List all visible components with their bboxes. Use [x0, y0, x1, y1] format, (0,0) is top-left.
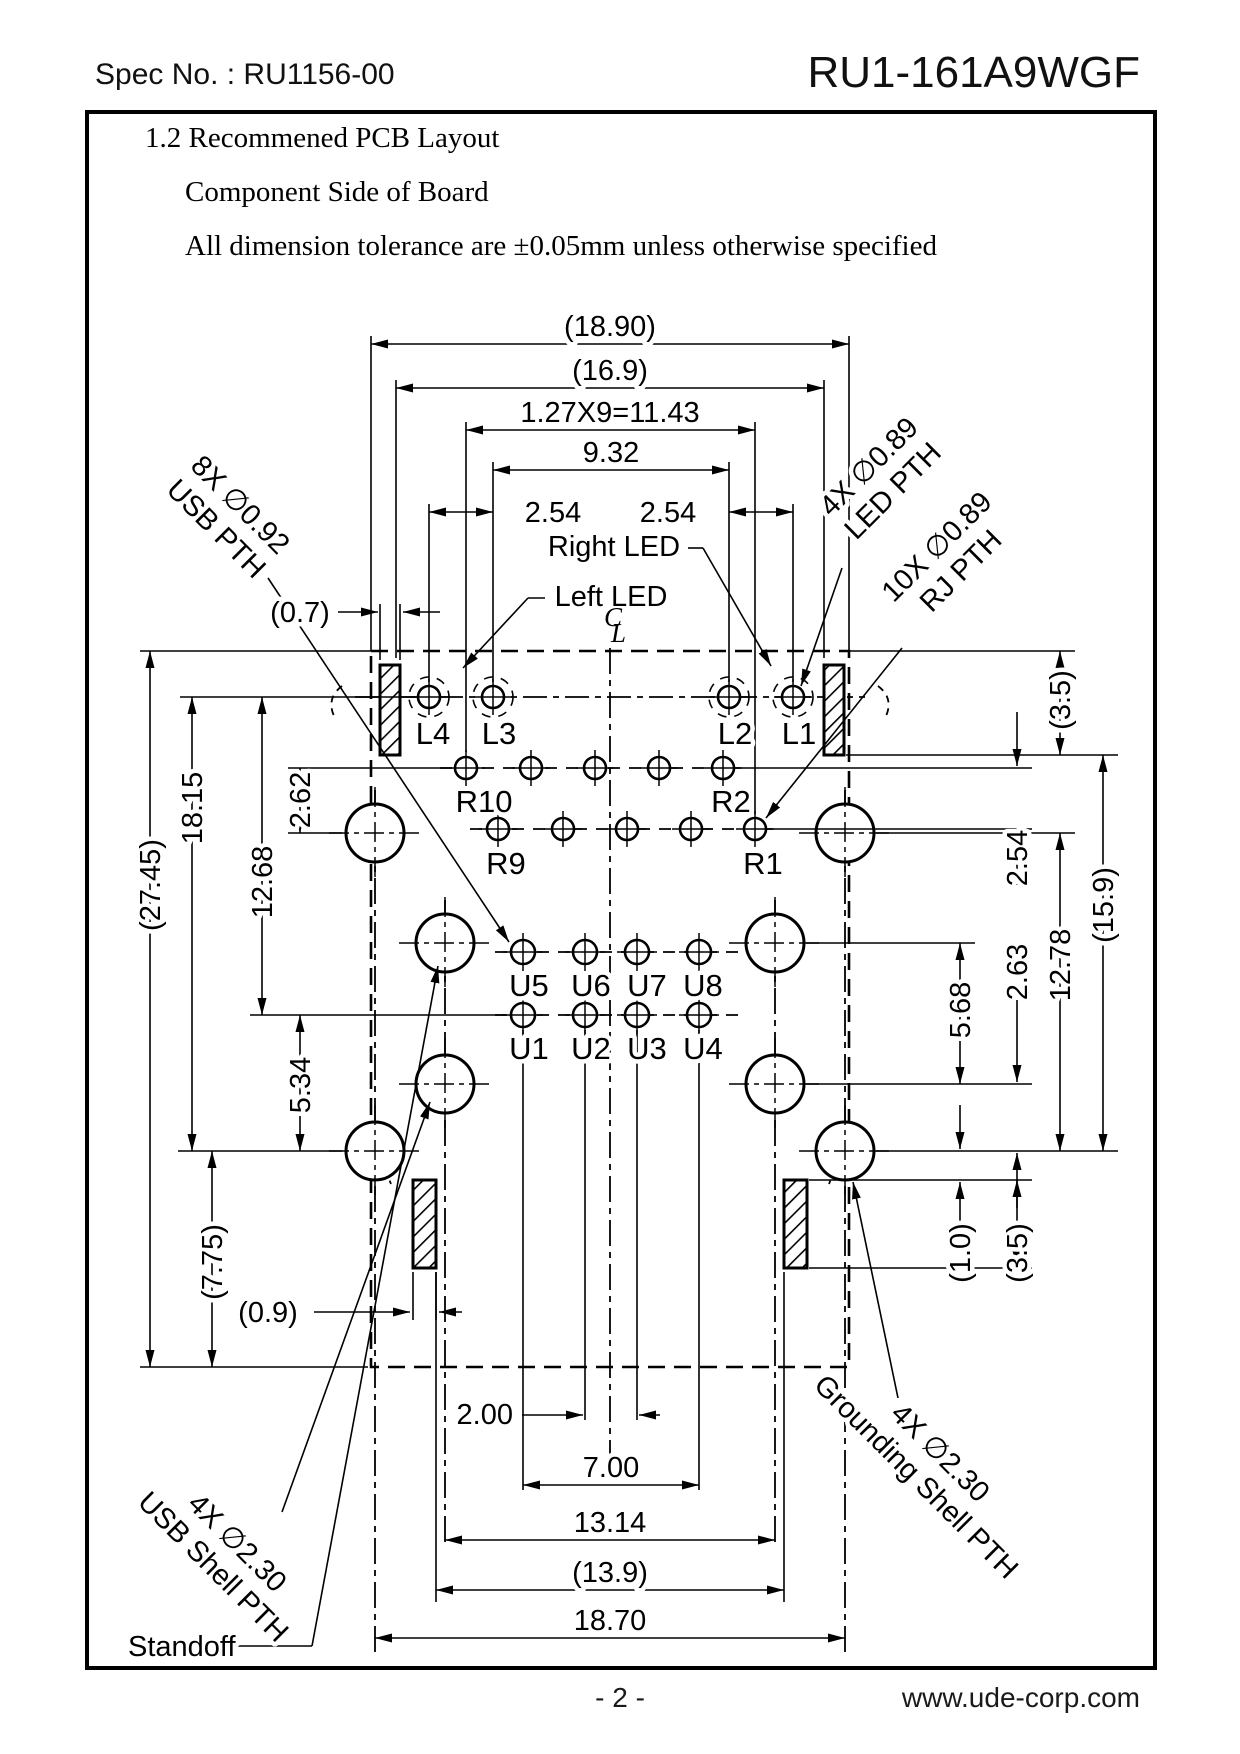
- dim-5-34: 5.34: [285, 1057, 317, 1113]
- dim-2-54-right: 2.54: [1002, 830, 1034, 886]
- dim-3-5-top: (3.5): [1045, 670, 1077, 730]
- label-U1: U1: [509, 1031, 549, 1066]
- dim-1-0: (1.0): [945, 1223, 977, 1283]
- dim-13-14: 13.14: [574, 1507, 647, 1539]
- shell-slots: [378, 663, 846, 1270]
- centerline-symbol-c: C: [604, 602, 623, 632]
- dim-12-78: 12.78: [1045, 929, 1077, 1002]
- website: www.ude-corp.com: [901, 1682, 1140, 1713]
- dim-shell-width: (16.9): [572, 355, 648, 387]
- dim-rj-span: 1.27X9=11.43: [520, 397, 699, 429]
- content-frame: [85, 110, 1157, 1670]
- led-pth-callout: 4X ∅0.89 LED PTH: [809, 407, 952, 550]
- label-R1: R1: [743, 846, 783, 881]
- label-R2: R2: [711, 784, 751, 819]
- label-U6: U6: [571, 968, 611, 1003]
- label-R9: R9: [486, 846, 526, 881]
- label-L3: L3: [482, 716, 516, 751]
- hole-labels: L4 L3 L2 L1 R10 R2 R9 R1 U5 U6 U7 U8 U1 …: [411, 712, 820, 1071]
- label-U3: U3: [627, 1031, 667, 1066]
- centerline-symbol-l: L: [610, 618, 626, 648]
- tolerance-note: All dimension tolerance are ±0.05mm unle…: [185, 230, 937, 262]
- standoff-label: Standoff: [128, 1631, 236, 1663]
- label-R10: R10: [456, 784, 513, 819]
- dim-led-pitch-left: 2.54: [525, 497, 581, 529]
- label-U4: U4: [683, 1031, 723, 1066]
- dim-2-62: 2.62: [285, 772, 317, 828]
- section-subtitle: Component Side of Board: [185, 176, 489, 208]
- page-number: - 2 -: [595, 1682, 645, 1713]
- dim-led-inner: 9.32: [583, 437, 639, 469]
- dim-13-9: (13.9): [572, 1557, 648, 1589]
- section-heading: 1.2 Recommened PCB Layout: [145, 122, 500, 154]
- dimension-lines: [145, 339, 1108, 1643]
- left-led-label: Left LED: [555, 581, 668, 613]
- dim-2-00: 2.00: [457, 1399, 513, 1431]
- grounding-shell-pth-callout: 4X ∅2.30 Grounding Shell PTH: [803, 1364, 1028, 1589]
- dimension-labels: (18.90) (16.9) 1.27X9=11.43 9.32 2.54 2.…: [131, 307, 1125, 1642]
- extension-lines: [140, 336, 1118, 1602]
- dim-slot-width-top: (0.7): [270, 597, 330, 629]
- label-U8: U8: [683, 968, 723, 1003]
- usb-pth-callout: 8X ∅0.92 USB PTH: [156, 445, 300, 589]
- dim-2-63: 2.63: [1002, 944, 1034, 1000]
- label-L2: L2: [718, 716, 752, 751]
- dim-15-9: (15.9): [1088, 867, 1120, 943]
- dim-7-00: 7.00: [583, 1452, 639, 1484]
- label-L1: L1: [782, 716, 816, 751]
- dim-3-5-bottom: (3.5): [1002, 1223, 1034, 1283]
- dim-overall-height: (27.45): [135, 839, 167, 931]
- drill-holes: [329, 676, 891, 1197]
- dim-12-68: 12.68: [247, 846, 279, 919]
- spec-number: Spec No. : RU1156-00: [95, 58, 395, 91]
- right-led-label: Right LED: [548, 531, 680, 563]
- dim-18-15: 18.15: [177, 772, 209, 845]
- label-U2: U2: [571, 1031, 611, 1066]
- dim-7-75: (7.75): [197, 1224, 229, 1300]
- part-number: RU1-161A9WGF: [807, 48, 1140, 97]
- label-U5: U5: [509, 968, 549, 1003]
- leader-lines: [238, 547, 903, 1647]
- dim-slot-width-bottom: (0.9): [238, 1297, 298, 1329]
- label-U7: U7: [627, 968, 667, 1003]
- svg-text:Grounding Shell PTH: Grounding Shell PTH: [808, 1369, 1024, 1585]
- label-L4: L4: [416, 716, 450, 751]
- dim-5-68: 5.68: [945, 982, 977, 1038]
- dim-led-pitch-right: 2.54: [640, 497, 696, 529]
- dim-overall-width: (18.90): [564, 311, 656, 343]
- dim-18-70: 18.70: [574, 1605, 647, 1637]
